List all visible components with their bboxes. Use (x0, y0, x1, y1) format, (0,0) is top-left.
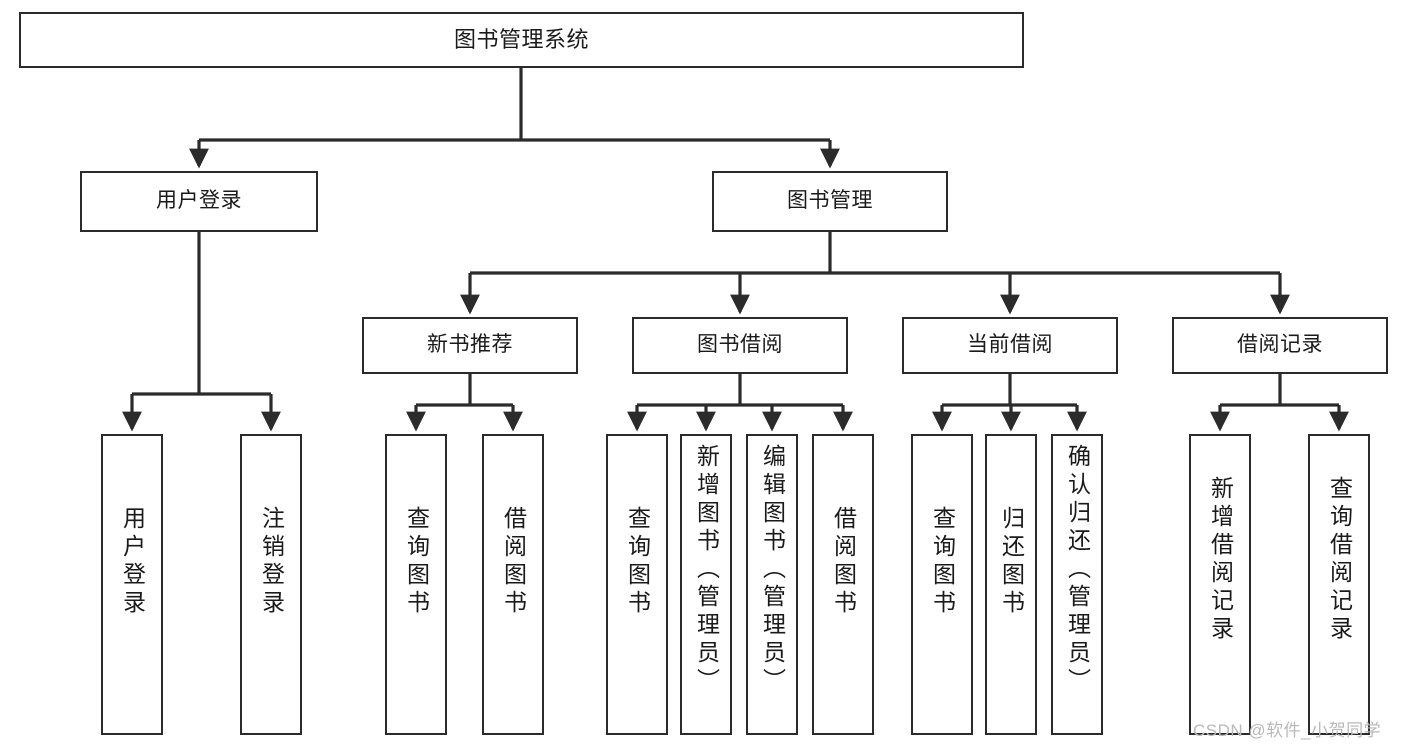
node-leaf-return-book-label: 归还图书 (998, 506, 1025, 618)
node-leaf-confirm-return[interactable]: 确认归还（管理员） (1051, 434, 1103, 735)
node-leaf-logout[interactable]: 注销登录 (240, 434, 302, 735)
node-root[interactable]: 图书管理系统 (19, 12, 1024, 68)
watermark: CSDN @软件_小贺同学 (1193, 716, 1381, 741)
node-user-login-label: 用户登录 (156, 189, 242, 213)
node-leaf-borrow-book-b[interactable]: 借阅图书 (812, 434, 874, 735)
node-book-borrow[interactable]: 图书借阅 (632, 317, 848, 374)
node-leaf-user-login[interactable]: 用户登录 (101, 434, 163, 735)
node-current-borrow-label: 当前借阅 (967, 333, 1053, 357)
node-leaf-query-record[interactable]: 查询借阅记录 (1308, 434, 1370, 735)
node-leaf-add-book-label: 新增图书（管理员） (693, 444, 720, 696)
node-leaf-query-book-b[interactable]: 查询图书 (606, 434, 668, 735)
node-leaf-confirm-return-label: 确认归还（管理员） (1064, 444, 1091, 696)
node-root-label: 图书管理系统 (453, 27, 589, 53)
node-leaf-query-book-b-label: 查询图书 (624, 506, 651, 618)
node-new-book-recommend[interactable]: 新书推荐 (362, 317, 578, 374)
node-leaf-add-record[interactable]: 新增借阅记录 (1189, 434, 1251, 735)
node-leaf-query-book-a[interactable]: 查询图书 (385, 434, 447, 735)
node-leaf-add-record-label: 新增借阅记录 (1207, 476, 1234, 644)
node-leaf-edit-book[interactable]: 编辑图书（管理员） (746, 434, 798, 735)
node-book-manage[interactable]: 图书管理 (712, 171, 948, 232)
node-current-borrow[interactable]: 当前借阅 (902, 317, 1118, 374)
node-leaf-user-login-label: 用户登录 (119, 506, 146, 618)
node-leaf-query-book-a-label: 查询图书 (403, 506, 430, 618)
node-new-book-recommend-label: 新书推荐 (427, 333, 513, 357)
node-leaf-query-book-c[interactable]: 查询图书 (911, 434, 973, 735)
node-borrow-record-label: 借阅记录 (1237, 333, 1323, 357)
node-leaf-return-book[interactable]: 归还图书 (985, 434, 1037, 735)
watermark-text: CSDN @软件_小贺同学 (1193, 721, 1382, 740)
node-leaf-logout-label: 注销登录 (258, 506, 285, 618)
node-leaf-borrow-book-b-label: 借阅图书 (830, 506, 857, 618)
node-leaf-add-book[interactable]: 新增图书（管理员） (680, 434, 732, 735)
node-leaf-borrow-book-a[interactable]: 借阅图书 (482, 434, 544, 735)
node-book-borrow-label: 图书借阅 (697, 333, 783, 357)
node-user-login[interactable]: 用户登录 (80, 171, 318, 232)
node-leaf-query-book-c-label: 查询图书 (929, 506, 956, 618)
node-leaf-edit-book-label: 编辑图书（管理员） (759, 444, 786, 696)
node-borrow-record[interactable]: 借阅记录 (1172, 317, 1388, 374)
node-leaf-borrow-book-a-label: 借阅图书 (500, 506, 527, 618)
node-book-manage-label: 图书管理 (787, 189, 873, 213)
node-leaf-query-record-label: 查询借阅记录 (1326, 476, 1353, 644)
